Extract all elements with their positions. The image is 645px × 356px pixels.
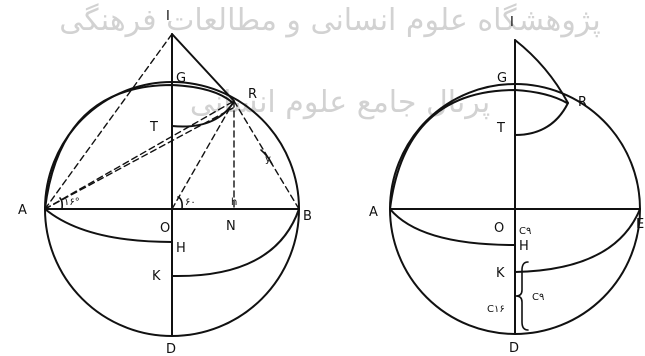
right-arc-tr [514, 102, 569, 136]
label-right-d: D [509, 341, 519, 356]
watermark-top: پژوهشگاه علوم انسانی و مطالعات فرهنگی [59, 3, 601, 38]
label-left-r: R [248, 87, 257, 102]
label-right-a: A [369, 205, 378, 220]
left-angle-a-arc [59, 197, 64, 210]
label-right-k: K [496, 266, 505, 281]
left-dash-ar2 [44, 107, 234, 210]
right-arc-gr [389, 89, 568, 210]
left-line-ir [171, 33, 235, 102]
label-left-d: D [166, 342, 176, 356]
right-line-ir [514, 39, 569, 104]
label-left-angle-o: ۶۰ [185, 197, 196, 208]
label-right-e: E [636, 217, 644, 232]
label-right-r: R [578, 95, 587, 110]
left-arc-gr [44, 84, 234, 210]
left-dash-ai [44, 33, 173, 210]
label-right-i: I [510, 15, 514, 30]
label-left-n: N [226, 219, 236, 234]
label-right-c-o: C۹ [519, 226, 531, 237]
left-arc-tr [171, 102, 234, 128]
left-angle-b-arc [260, 149, 273, 165]
right-arc-ah [389, 208, 516, 246]
label-left-h-small: h [231, 197, 237, 208]
label-left-o: O [160, 221, 170, 236]
label-right-c-bottom: C۱۶ [487, 304, 505, 315]
label-right-g: G [497, 71, 507, 86]
left-dash-ar [44, 100, 235, 210]
label-right-o: O [494, 221, 504, 236]
right-arc-ke [514, 208, 641, 273]
right-figure: I G R T A O E C۹ H K C۹ C۱۶ D [369, 15, 644, 356]
label-left-g: G [176, 71, 186, 86]
label-right-c-k: C۹ [532, 292, 544, 303]
left-dash-or [171, 100, 235, 210]
label-left-angle-a: ۱۶° [64, 197, 80, 208]
label-right-h: H [519, 239, 529, 254]
left-arc-kb [171, 208, 300, 278]
label-left-b: B [303, 209, 312, 224]
left-arc-ah [44, 208, 173, 243]
label-left-y: y [265, 154, 271, 165]
right-brace [515, 261, 529, 331]
label-left-h: H [176, 241, 186, 256]
left-figure: I G R T A O B N H K D h y ۱۶° ۶۰ [18, 9, 312, 356]
label-left-a: A [18, 203, 27, 218]
label-right-t: T [496, 121, 505, 136]
label-left-t: T [149, 120, 158, 135]
label-left-i: I [166, 9, 170, 24]
left-angle-o-arc [177, 196, 183, 210]
label-left-k: K [152, 269, 161, 284]
